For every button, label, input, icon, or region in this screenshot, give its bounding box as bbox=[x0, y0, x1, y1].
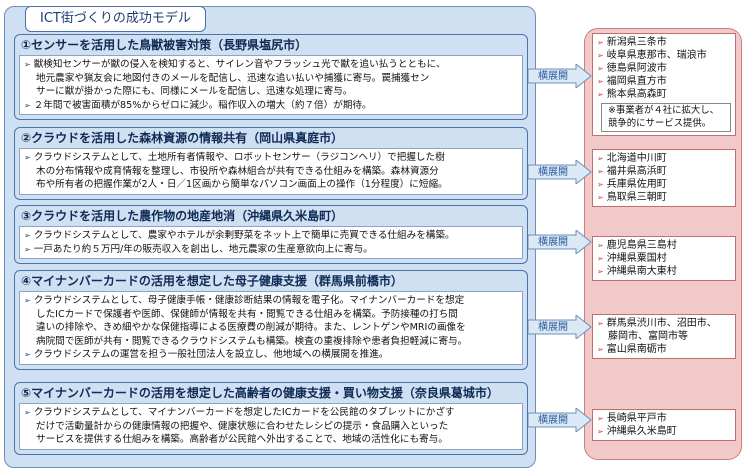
section-heading: ①センサーを活用した鳥獣被害対策（長野県塩尻市） bbox=[21, 38, 308, 52]
case-section-shiojiri: ①センサーを活用した鳥獣被害対策（長野県塩尻市） ➢獣検知センサーが獣の侵入を検… bbox=[14, 34, 528, 121]
spread-label: 横展開 bbox=[538, 237, 568, 248]
expansion-note: ※事業者が４社に拡大し、 競争的にサービス提供。 bbox=[601, 103, 731, 132]
body-line: サービスを提供する仕組みを構築。高齢者が公民館へ外出することで、地域の活性化にも… bbox=[36, 434, 448, 446]
bullet-line: ➢クラウドシステムとして、マイナンバーカードを想定したICカードを公民館のタブレ… bbox=[24, 407, 455, 418]
bullet-arrow-icon: ➢ bbox=[597, 427, 604, 436]
bullet-arrow-icon: ➢ bbox=[597, 267, 604, 276]
expansion-cities-4: ➢群馬県渋川市、沼田市、 藤岡市、富岡市等 ➢富山県南砺市 bbox=[592, 314, 736, 359]
spread-arrow: 横展開 bbox=[528, 408, 592, 432]
spread-arrow: 横展開 bbox=[528, 64, 592, 88]
body-line: 病院間で医師が共有・閲覧できるクラウドシステムも構築。検査の重複排除や患者負担軽… bbox=[36, 335, 468, 347]
city-item: ➢徳島県阿波市 bbox=[597, 63, 667, 74]
city-item: ➢兵庫県佐用町 bbox=[597, 179, 667, 190]
city-item: ➢福岡県直方市 bbox=[597, 76, 667, 87]
bullet-arrow-icon: ➢ bbox=[597, 345, 604, 354]
bullet-arrow-icon: ➢ bbox=[597, 154, 604, 163]
spread-arrow-icon bbox=[528, 230, 592, 254]
spread-arrow: 横展開 bbox=[528, 160, 592, 184]
bullet-arrow-icon: ➢ bbox=[24, 100, 31, 110]
case-section-maebashi: ④マイナンバーカードの活用を想定した母子健康支援（群馬県前橋市） ➢クラウドシス… bbox=[14, 270, 528, 370]
bullet-arrow-icon: ➢ bbox=[597, 319, 604, 328]
bullet-arrow-icon: ➢ bbox=[597, 77, 604, 86]
body-line: 木の分布情報や成育情報を整理し、市役所や森林組合が共有できる仕組みを構築。森林資… bbox=[36, 165, 439, 177]
city-item: ➢岐阜県恵那市、瑞浪市 bbox=[597, 50, 707, 61]
section-body: ➢獣検知センサーが獣の侵入を検知すると、サイレン音やフラッシュ光で獣を追い払うと… bbox=[19, 55, 523, 116]
city-item: 藤岡市、富岡市等 bbox=[608, 331, 688, 342]
city-item: ➢沖縄県南大東村 bbox=[597, 266, 677, 277]
city-item: ➢沖縄県粟国村 bbox=[597, 253, 667, 264]
bullet-arrow-icon: ➢ bbox=[597, 38, 604, 47]
bullet-arrow-icon: ➢ bbox=[24, 231, 31, 240]
city-item: ➢群馬県渋川市、沼田市、 bbox=[597, 318, 717, 329]
spread-arrow-icon bbox=[528, 315, 592, 339]
bullet-line: ➢クラウドシステムとして、農家やホテルが余剰野菜をネット上で簡単に売買できる仕組… bbox=[24, 230, 455, 241]
bullet-arrow-icon: ➢ bbox=[597, 64, 604, 73]
city-item: ➢新潟県三条市 bbox=[597, 37, 667, 48]
bullet-arrow-icon: ➢ bbox=[24, 60, 31, 69]
spread-arrow: 横展開 bbox=[528, 315, 592, 339]
bullet-arrow-icon: ➢ bbox=[597, 414, 604, 423]
spread-arrow: 横展開 bbox=[528, 230, 592, 254]
body-line: 違いの排除や、きめ細やかな保健指導による医療費の削減が期待。また、レントゲンやM… bbox=[36, 322, 466, 334]
section-heading: ②クラウドを活用した森林資源の情報共有（岡山県真庭市） bbox=[21, 131, 344, 145]
expansion-cities-3: ➢鹿児島県三島村 ➢沖縄県粟国村 ➢沖縄県南大東村 bbox=[592, 236, 736, 281]
bullet-arrow-icon: ➢ bbox=[597, 51, 604, 60]
bullet-line: ➢クラウドシステムとして、土地所有者情報や、ロボットセンサー（ラジコンヘリ）で把… bbox=[24, 152, 445, 163]
section-body: ➢クラウドシステムとして、土地所有者情報や、ロボットセンサー（ラジコンヘリ）で把… bbox=[19, 148, 523, 195]
bullet-arrow-icon: ➢ bbox=[597, 90, 604, 99]
bullet-arrow-icon: ➢ bbox=[24, 153, 31, 162]
body-line: したICカードで保護者や医師、保健師が情報を共有・閲覧できる仕組みを構築。予防接… bbox=[36, 308, 458, 320]
section-body: ➢クラウドシステムとして、農家やホテルが余剰野菜をネット上で簡単に売買できる仕組… bbox=[19, 226, 523, 260]
case-section-katsuragi: ⑤マイナンバーカードの活用を想定した高齢者の健康支援・買い物支援（奈良県葛城市）… bbox=[14, 382, 528, 455]
section-body: ➢クラウドシステムとして、マイナンバーカードを想定したICカードを公民館のタブレ… bbox=[19, 403, 523, 450]
page-title: ICT街づくりの成功モデル bbox=[25, 6, 206, 32]
spread-label: 横展開 bbox=[538, 71, 568, 82]
spread-arrow-icon bbox=[528, 160, 592, 184]
bullet-line: ➢クラウドシステムとして、母子健康手帳・健康診断結果の情報を電子化。マイナンバー… bbox=[24, 295, 465, 306]
body-line: 地元農家や猟友会に地図付きのメールを配信し、迅速な追い払いや捕獲に寄与。罠捕獲セ… bbox=[36, 72, 430, 84]
body-line: サーに獣が掛かった際にも、同様にメールを配信し、迅速な処理に寄与。 bbox=[36, 86, 353, 98]
spread-label: 横展開 bbox=[538, 322, 568, 333]
section-heading: ⑤マイナンバーカードの活用を想定した高齢者の健康支援・買い物支援（奈良県葛城市） bbox=[21, 386, 499, 400]
body-line: 布や所有者の把握作業が2人・日／1区画から簡単なパソコン画面上の操作（1分程度）… bbox=[36, 179, 448, 191]
city-item: ➢沖縄県久米島町 bbox=[597, 426, 677, 437]
city-item: ➢鳥取県三朝町 bbox=[597, 192, 667, 203]
city-item: ➢北海道中川町 bbox=[597, 153, 667, 164]
expansion-cities-5: ➢長崎県平戸市 ➢沖縄県久米島町 bbox=[592, 409, 736, 441]
bullet-arrow-icon: ➢ bbox=[24, 408, 31, 417]
bullet-arrow-icon: ➢ bbox=[597, 254, 604, 263]
bullet-line: ➢２年間で被害面積が85%からゼロに減少。稲作収入の増大（約７倍）が期待。 bbox=[24, 99, 372, 111]
section-heading: ③クラウドを活用した農作物の地産地消（沖縄県久米島町） bbox=[21, 209, 344, 223]
bullet-arrow-icon: ➢ bbox=[597, 180, 604, 189]
success-model-panel: ICT街づくりの成功モデル ①センサーを活用した鳥獣被害対策（長野県塩尻市） ➢… bbox=[4, 6, 536, 468]
body-line: だけで活動量計からの健康情報の把握や、健康状態に合わせたレシピの提示・食品購入と… bbox=[36, 420, 449, 432]
bullet-arrow-icon: ➢ bbox=[24, 296, 31, 305]
bullet-arrow-icon: ➢ bbox=[24, 244, 31, 254]
bullet-line: ➢一戸あたり約５万円/年の販売収入を創出し、地元農家の生産意欲向上に寄与。 bbox=[24, 243, 373, 255]
spread-arrow-icon bbox=[528, 408, 592, 432]
expansion-cities-2: ➢北海道中川町 ➢福井県高浜町 ➢兵庫県佐用町 ➢鳥取県三朝町 bbox=[592, 149, 736, 207]
bullet-line: ➢クラウドシステムの運営を担う一般社団法人を設立し、他地域への横展開を推進。 bbox=[24, 349, 389, 361]
bullet-arrow-icon: ➢ bbox=[597, 241, 604, 250]
bullet-arrow-icon: ➢ bbox=[597, 193, 604, 202]
city-item: ➢長崎県平戸市 bbox=[597, 413, 667, 424]
city-item: ➢鹿児島県三島村 bbox=[597, 240, 677, 251]
section-body: ➢クラウドシステムとして、母子健康手帳・健康診断結果の情報を電子化。マイナンバー… bbox=[19, 291, 523, 365]
bullet-arrow-icon: ➢ bbox=[24, 350, 31, 360]
expansion-cities-1: ➢新潟県三条市 ➢岐阜県恵那市、瑞浪市 ➢徳島県阿波市 ➢福岡県直方市 ➢熊本県… bbox=[592, 33, 736, 136]
city-item: ➢熊本県高森町 bbox=[597, 89, 667, 100]
bullet-line: ➢獣検知センサーが獣の侵入を検知すると、サイレン音やフラッシュ光で獣を追い払うと… bbox=[24, 59, 446, 70]
city-item: ➢富山県南砺市 bbox=[597, 344, 667, 355]
city-item: ➢福井県高浜町 bbox=[597, 166, 667, 177]
spread-arrow-icon bbox=[528, 64, 592, 88]
bullet-arrow-icon: ➢ bbox=[597, 167, 604, 176]
case-section-kumejima: ③クラウドを活用した農作物の地産地消（沖縄県久米島町） ➢クラウドシステムとして… bbox=[14, 205, 528, 265]
case-section-maniwa: ②クラウドを活用した森林資源の情報共有（岡山県真庭市） ➢クラウドシステムとして… bbox=[14, 127, 528, 200]
spread-label: 横展開 bbox=[538, 167, 568, 178]
section-heading: ④マイナンバーカードの活用を想定した母子健康支援（群馬県前橋市） bbox=[21, 274, 403, 288]
spread-label: 横展開 bbox=[538, 415, 568, 426]
